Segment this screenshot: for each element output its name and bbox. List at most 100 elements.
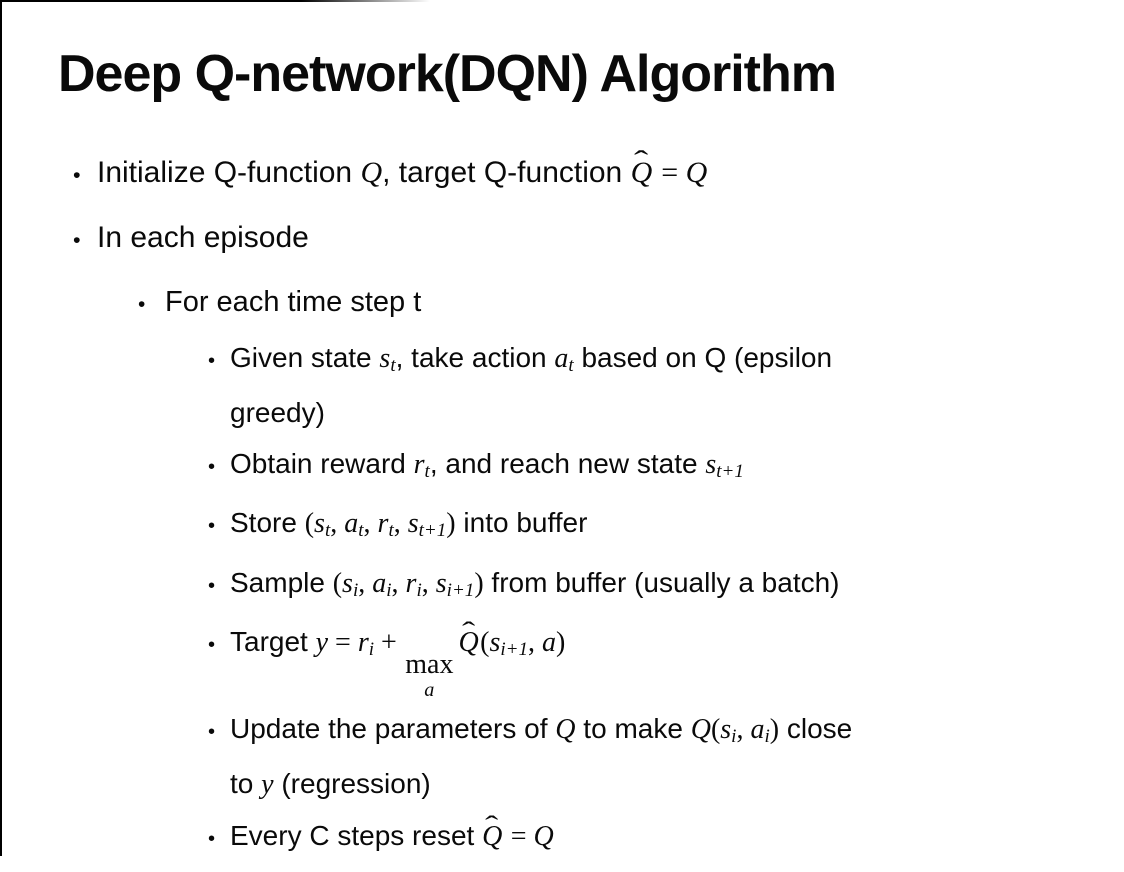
text-run: Initialize Q-function	[97, 156, 361, 189]
math-symbol: )	[556, 626, 566, 658]
bullet-list: •Initialize Q-function Q, target Q-funct…	[0, 146, 1124, 863]
math-symbol: )	[474, 567, 484, 599]
math-symbol: ,	[528, 626, 542, 658]
bullet-item: • Sample (si, ai, ri, si+1) from buffer (…	[208, 559, 1124, 614]
math-symbol: ,	[363, 508, 378, 540]
bullet-marker-icon: •	[73, 227, 81, 252]
bullet-text: Obtain reward rt, and reach new state st…	[230, 440, 1124, 495]
math-variable: y	[315, 626, 329, 658]
math-variable: r	[377, 508, 389, 540]
math-subscript: i	[352, 579, 359, 601]
text-run: In each episode	[97, 221, 309, 254]
bullet-item: •Update the parameters of Q to make Q(si…	[208, 705, 1124, 808]
text-run: close	[779, 712, 853, 744]
math-variable: s	[705, 449, 717, 481]
text-run: Update the parameters of	[230, 712, 556, 744]
math-variable: Q	[555, 713, 576, 745]
math-subscript: i+1	[500, 638, 528, 660]
math-subscript: t+1	[716, 461, 744, 483]
bullet-marker-icon: •	[208, 350, 216, 372]
math-subscript: i	[386, 579, 392, 601]
bullet-marker-icon: •	[208, 515, 216, 538]
math-variable: s	[435, 567, 447, 599]
math-subscript: t	[324, 520, 331, 542]
text-run: , take action	[395, 342, 555, 373]
bullet-item: •Store (st, at, rt, st+1) into buffer	[208, 499, 1124, 554]
max-label: max	[405, 649, 454, 681]
math-variable: a	[344, 508, 359, 540]
math-symbol: )	[446, 508, 456, 540]
text-run: Store	[230, 507, 305, 539]
text-run: Given state	[230, 342, 380, 373]
bullet-item: • In each episode	[73, 213, 1124, 265]
math-variable: s	[407, 508, 419, 540]
math-variable: r	[357, 626, 369, 658]
math-symbol: +	[374, 626, 404, 658]
bullet-marker-icon: •	[138, 293, 146, 316]
max-subscript: a	[424, 678, 435, 701]
math-symbol: (	[332, 567, 343, 599]
math-symbol: ,	[330, 508, 345, 540]
math-variable: r	[405, 567, 417, 599]
bullet-marker-icon: •	[208, 574, 216, 597]
bullet-marker-icon: •	[208, 456, 216, 479]
math-subscript: t	[388, 520, 394, 542]
math-variable: s	[489, 626, 501, 658]
bullet-text: Sample (si, ai, ri, si+1) from buffer (u…	[230, 559, 1124, 614]
math-subscript: t	[390, 355, 396, 377]
math-variable: s	[342, 567, 353, 599]
bullet-item: •Initialize Q-function Q, target Q-funct…	[73, 146, 1124, 200]
math-variable: Q	[533, 820, 554, 852]
math-variable: Q	[360, 156, 383, 189]
math-variable: Q	[685, 156, 708, 189]
text-run: Obtain reward	[230, 448, 414, 480]
text-run: , target Q-function	[382, 156, 631, 189]
slide-edge-left	[0, 0, 2, 856]
bullet-text: Store (st, at, rt, st+1) into buffer	[230, 499, 1124, 554]
bullet-marker-icon: •	[208, 633, 216, 656]
text-run: into buffer	[455, 507, 588, 539]
text-run: to make	[575, 712, 691, 744]
slide-title: Deep Q-network(DQN) Algorithm	[58, 45, 837, 103]
bullet-text: In each episode	[97, 213, 1124, 263]
math-symbol: ,	[421, 567, 436, 599]
hat-accent-icon: ˆ	[633, 145, 649, 177]
bullet-item: • Obtain reward rt, and reach new state s…	[208, 440, 1124, 495]
text-run: , and reach new state	[429, 448, 706, 480]
math-variable: s	[720, 713, 732, 745]
math-subscript: i	[731, 725, 737, 747]
math-symbol: ,	[393, 508, 408, 540]
math-variable: r	[413, 449, 425, 481]
bullet-text: Given state st, take action at based on …	[230, 334, 1124, 436]
text-run: Every C steps reset	[230, 819, 483, 851]
math-subscript: t	[568, 355, 574, 377]
math-variable: a	[750, 713, 765, 745]
text-run: from buffer (usually a batch)	[483, 566, 840, 598]
bullet-text: Initialize Q-function Q, target Q-functi…	[97, 146, 1124, 198]
text-run: Sample	[230, 566, 333, 598]
slide-edge-top	[0, 0, 430, 2]
math-symbol: (	[480, 626, 490, 658]
text-run: Target	[230, 625, 316, 657]
math-symbol: )	[769, 713, 780, 745]
math-subscript: i	[764, 725, 770, 747]
text-run: to	[230, 767, 262, 799]
math-symbol: ,	[358, 567, 373, 599]
math-variable: a	[554, 343, 569, 374]
bullet-text: For each time step t	[165, 278, 1124, 326]
math-symbol: (	[304, 508, 315, 540]
math-variable: a	[542, 626, 556, 658]
math-subscript: t+1	[418, 520, 447, 542]
hat-base-letter: Q	[630, 156, 653, 189]
math-variable: s	[379, 343, 391, 374]
bullet-marker-icon: •	[73, 162, 81, 187]
math-symbol: =	[328, 626, 358, 658]
hat-base-letter: Q	[458, 626, 479, 658]
